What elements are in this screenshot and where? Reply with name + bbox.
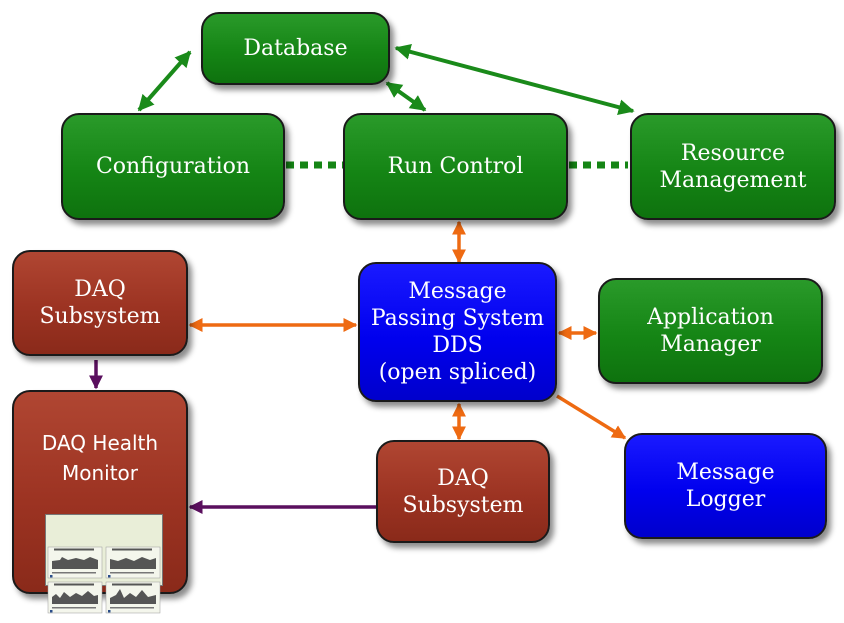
- daq-health-monitor-box: DAQ Health Monitor: [12, 390, 188, 614]
- resource-management-box: Resource Management: [630, 113, 836, 220]
- configuration-box: Configuration: [61, 113, 285, 220]
- message-logger-box: Message Logger: [624, 433, 827, 539]
- monitor-graphs-image: [47, 546, 161, 614]
- daq-health-monitor-label: DAQ Health Monitor: [41, 431, 159, 485]
- database-box: Database: [201, 12, 390, 85]
- arrow-database-configuration: [137, 50, 192, 112]
- message-passing-system-box: Message Passing System DDS (open spliced…: [358, 262, 557, 402]
- daq-subsystem-top-box: DAQ Subsystem: [12, 250, 188, 356]
- health-monitor-thumbnail: [45, 514, 163, 614]
- application-manager-box: Application Manager: [598, 278, 823, 384]
- diagram-connections: [89, 43, 635, 514]
- arrow-database-runcontrol: [385, 81, 427, 112]
- run-control-box: Run Control: [343, 113, 568, 220]
- arrow-database-resource: [394, 43, 635, 116]
- arrow-messaging-logger: [556, 394, 627, 440]
- daq-subsystem-bottom-box: DAQ Subsystem: [376, 440, 550, 543]
